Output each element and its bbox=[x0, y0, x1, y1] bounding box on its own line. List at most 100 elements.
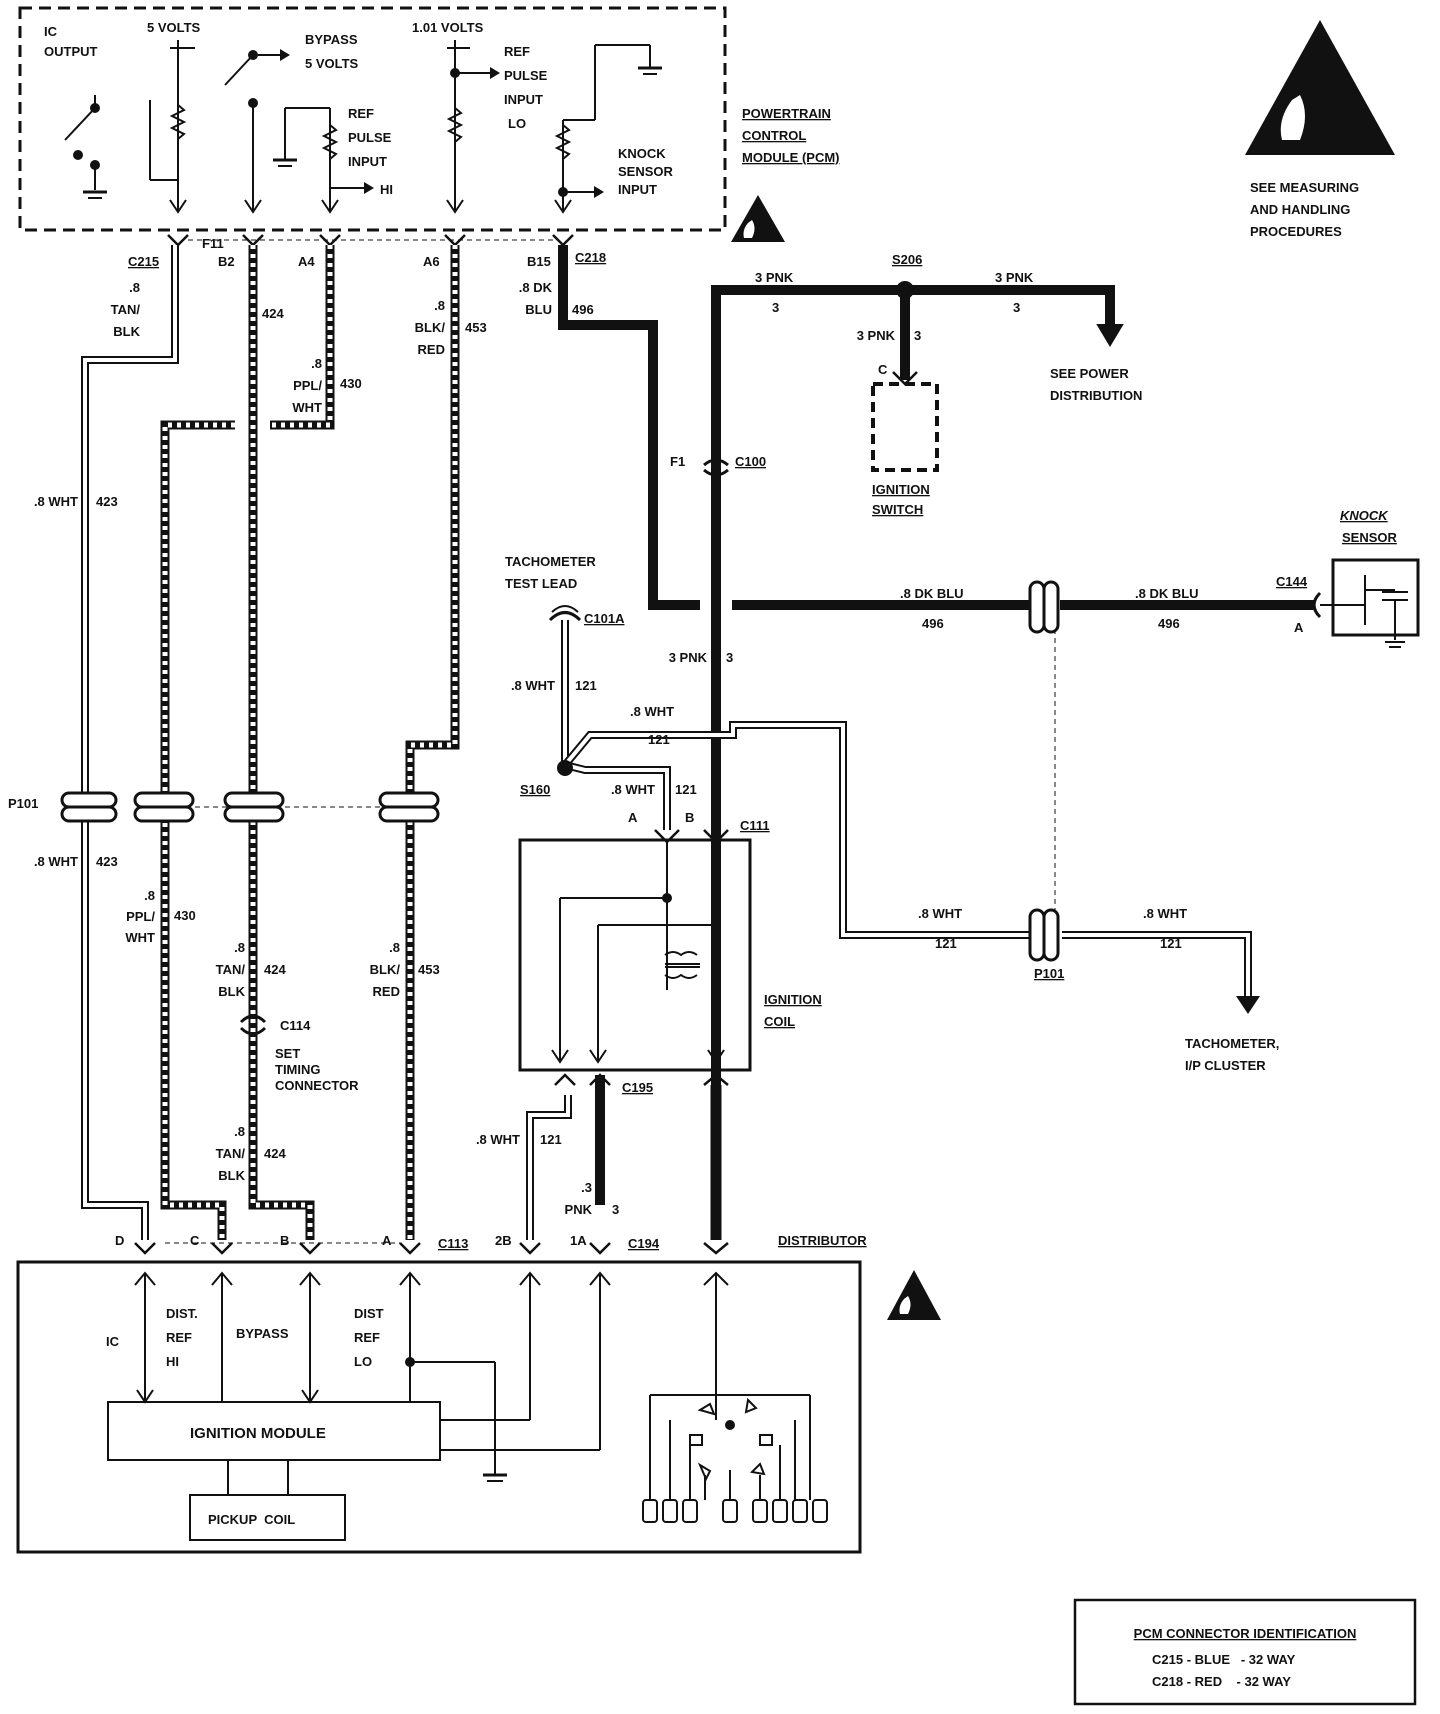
f1-label: F1 bbox=[670, 454, 685, 469]
wht-label-coil: .8 WHT bbox=[611, 782, 655, 797]
tach-cluster-2: I/P CLUSTER bbox=[1185, 1058, 1266, 1073]
wht-circuit-dist: 121 bbox=[540, 1132, 562, 1147]
w453-size: .8 bbox=[434, 298, 445, 313]
c144-label: C144 bbox=[1276, 574, 1308, 589]
c194-label: C194 bbox=[628, 1236, 660, 1251]
distributor bbox=[16, 1260, 862, 1554]
w430-color-lower-2: WHT bbox=[125, 930, 155, 945]
c215-label: C215 bbox=[128, 254, 159, 269]
dkblu-label-left: .8 DK BLU bbox=[900, 586, 964, 601]
w424-circuit-bottom: 424 bbox=[264, 1146, 286, 1161]
dist-ic-label: IC bbox=[106, 1334, 120, 1349]
bypass-volts-label: 5 VOLTS bbox=[305, 56, 359, 71]
terminal-2b: 2B bbox=[495, 1233, 512, 1248]
w430-color-1: PPL/ bbox=[293, 378, 322, 393]
ignition-switch-label-2: SWITCH bbox=[872, 502, 923, 517]
w430-color-lower-1: PPL/ bbox=[126, 909, 155, 924]
knock-input-label-2: SENSOR bbox=[618, 164, 674, 179]
pnk-circuit-coil: 3 bbox=[726, 650, 733, 665]
b15-label: B15 bbox=[527, 254, 551, 269]
wire-121 bbox=[526, 620, 1260, 1240]
ic-output-label-2: OUTPUT bbox=[44, 44, 98, 59]
ignition-coil-label-2: COIL bbox=[764, 1014, 795, 1029]
w424-color-lower-2: BLK bbox=[218, 984, 245, 999]
s160-label: S160 bbox=[520, 782, 550, 797]
knock-terminal-a: A bbox=[1294, 620, 1304, 635]
wht-label-tach: .8 WHT bbox=[511, 678, 555, 693]
wht-circuit-upper: 121 bbox=[648, 732, 670, 747]
wht-circuit-coil: 121 bbox=[675, 782, 697, 797]
c114-connector bbox=[239, 1014, 267, 1036]
terminal-d: D bbox=[115, 1233, 124, 1248]
wire-423 bbox=[81, 245, 179, 1240]
knock-sensor-label-2: SENSOR bbox=[1342, 530, 1398, 545]
esd-small-icon-pcm bbox=[731, 195, 785, 242]
w424-size: .8 bbox=[129, 280, 140, 295]
esd-note-3: PROCEDURES bbox=[1250, 224, 1342, 239]
terminal-1a: 1A bbox=[570, 1233, 587, 1248]
c100-label: C100 bbox=[735, 454, 766, 469]
wire-3-pnk bbox=[595, 285, 1124, 1205]
w424-circuit: 424 bbox=[262, 306, 284, 321]
pnk-label-coil: 3 PNK bbox=[669, 650, 708, 665]
pcm-labels: IC OUTPUT 5 VOLTS BYPASS 5 VOLTS REF PUL… bbox=[44, 20, 840, 197]
dist-ref-lo-2: REF bbox=[354, 1330, 380, 1345]
w424-color-2: BLK bbox=[113, 324, 140, 339]
wire-496 bbox=[558, 245, 1315, 610]
hi-label: HI bbox=[380, 182, 393, 197]
c101a-connector bbox=[548, 605, 582, 622]
esd-warning-icon bbox=[1245, 20, 1395, 155]
w453-color-1: BLK/ bbox=[415, 320, 446, 335]
s206-label: S206 bbox=[892, 252, 922, 267]
c218-label: C218 bbox=[575, 250, 606, 265]
dist-ref-lo-3: LO bbox=[354, 1354, 372, 1369]
w423-circuit: 423 bbox=[96, 494, 118, 509]
pnk-small-color: PNK bbox=[565, 1202, 593, 1217]
pcm-name-3: MODULE (PCM) bbox=[742, 150, 840, 165]
knock-sensor bbox=[1320, 558, 1420, 648]
esd-small-icon-distributor bbox=[887, 1270, 941, 1320]
w453-size-lower: .8 bbox=[389, 940, 400, 955]
wire-453 bbox=[405, 245, 460, 1240]
set-timing-3: CONNECTOR bbox=[275, 1078, 359, 1093]
dkblu-circuit-left: 496 bbox=[922, 616, 944, 631]
s206-splice bbox=[896, 281, 914, 299]
w424-color-1: TAN/ bbox=[111, 302, 141, 317]
pnk-circuit-left: 3 bbox=[772, 300, 779, 315]
knock-input-label-1: KNOCK bbox=[618, 146, 666, 161]
w423-color: .8 WHT bbox=[34, 494, 78, 509]
c144-connector bbox=[1312, 591, 1322, 619]
terminal-b: B bbox=[280, 1233, 289, 1248]
power-dist-2: DISTRIBUTION bbox=[1050, 388, 1142, 403]
dist-ref-lo-1: DIST bbox=[354, 1306, 384, 1321]
wht-label-p101: .8 WHT bbox=[918, 906, 962, 921]
a4-label: A4 bbox=[298, 254, 315, 269]
wht-label-dist: .8 WHT bbox=[476, 1132, 520, 1147]
ref-hi-label-3: INPUT bbox=[348, 154, 387, 169]
pnk-small-circuit: 3 bbox=[612, 1202, 619, 1217]
terminal-c: C bbox=[190, 1233, 200, 1248]
terminal-a: A bbox=[382, 1233, 392, 1248]
c100-connector bbox=[703, 458, 729, 477]
w430-circuit: 430 bbox=[340, 376, 362, 391]
pcm-connector-terminals bbox=[167, 234, 574, 247]
esd-note-2: AND HANDLING bbox=[1250, 202, 1350, 217]
pnk-circuit-right: 3 bbox=[1013, 300, 1020, 315]
legend-title: PCM CONNECTOR IDENTIFICATION bbox=[1134, 1626, 1357, 1641]
coil-terminal-b: B bbox=[685, 810, 694, 825]
ref-lo-label-2: PULSE bbox=[504, 68, 548, 83]
w424-color-lower-1: TAN/ bbox=[216, 962, 246, 977]
set-timing-2: TIMING bbox=[275, 1062, 321, 1077]
five-volts-label: 5 VOLTS bbox=[147, 20, 201, 35]
ref-lo-label-1: REF bbox=[504, 44, 530, 59]
dkblu-label-right: .8 DK BLU bbox=[1135, 586, 1199, 601]
knock-input-label-3: INPUT bbox=[618, 182, 657, 197]
p101-connector-left bbox=[60, 791, 440, 823]
pcm-module bbox=[18, 6, 727, 232]
pnk-label-left: 3 PNK bbox=[755, 270, 794, 285]
pcm-name-1: POWERTRAIN bbox=[742, 106, 831, 121]
ignition-switch bbox=[871, 371, 939, 472]
pnk-label-right: 3 PNK bbox=[995, 270, 1034, 285]
dist-ref-hi-1: DIST. bbox=[166, 1306, 198, 1321]
ref-lo-label-4: LO bbox=[508, 116, 526, 131]
